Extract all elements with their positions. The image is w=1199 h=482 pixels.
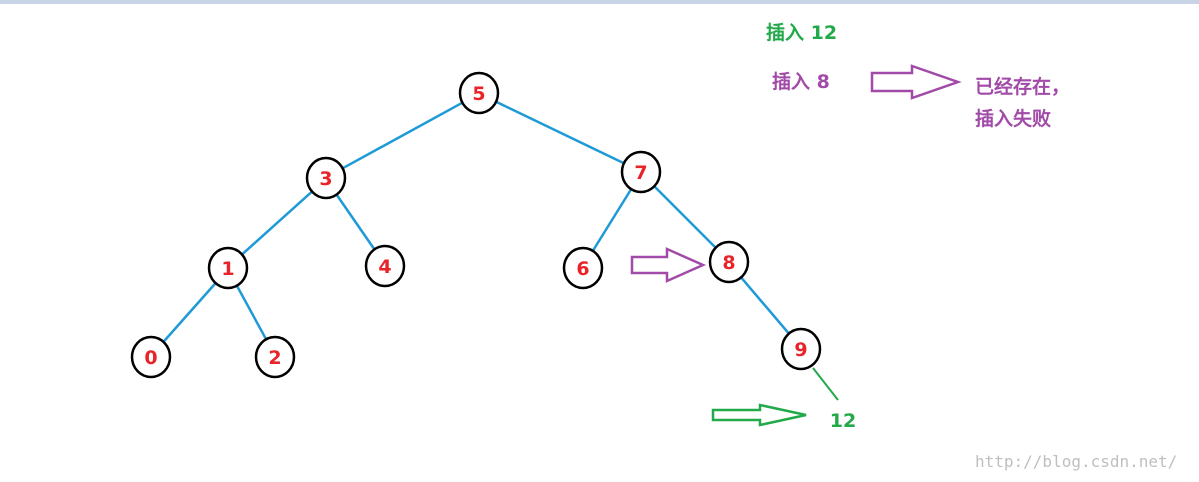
tree-node-4: 4 — [364, 244, 406, 288]
node-circle — [207, 246, 249, 290]
arrow-icon-12 — [711, 403, 807, 427]
fail-message-line1: 已经存在， — [975, 76, 1071, 98]
edge-5-3 — [342, 101, 463, 170]
new-node-12: 12 — [830, 410, 856, 432]
node-label: 8 — [722, 252, 735, 274]
node-label: 0 — [144, 347, 157, 369]
node-circle — [305, 156, 347, 200]
tree-node-3: 3 — [305, 156, 347, 200]
arrow-icon-fail — [870, 64, 962, 100]
node-circle — [708, 240, 750, 284]
tree-node-0: 0 — [130, 335, 172, 379]
tree-node-6: 6 — [562, 246, 604, 290]
edge-7-8 — [653, 185, 717, 249]
arrow-icon-8 — [630, 247, 707, 283]
node-circle — [130, 335, 172, 379]
node-circle — [254, 335, 296, 379]
tree-node-1: 1 — [207, 246, 249, 290]
tree-nodes: 5 3 7 1 4 6 8 0 2 9 — [130, 71, 822, 379]
node-label: 9 — [794, 339, 807, 361]
node-label: 7 — [634, 162, 647, 184]
edge-3-4 — [335, 193, 376, 251]
edge-9-12 — [812, 367, 839, 401]
node-label: 2 — [268, 347, 281, 369]
edge-1-0 — [162, 282, 217, 343]
node-circle — [780, 327, 822, 371]
node-circle — [562, 246, 604, 290]
tree-node-5: 5 — [458, 71, 500, 115]
edge-7-6 — [591, 188, 633, 252]
edge-1-2 — [235, 285, 268, 340]
insert-8-label: 插入 8 — [772, 71, 830, 93]
node-circle — [620, 150, 662, 194]
tree-edges — [162, 100, 790, 343]
edge-8-9 — [740, 276, 790, 335]
node-circle — [364, 244, 406, 288]
insert-12-label: 插入 12 — [766, 22, 838, 44]
node-circle — [458, 71, 500, 115]
node-label: 5 — [472, 83, 485, 105]
node-label: 3 — [319, 168, 332, 190]
node-label: 6 — [576, 258, 589, 280]
node-label: 1 — [221, 258, 234, 280]
tree-node-7: 7 — [620, 150, 662, 194]
watermark: http://blog.csdn.net/ — [975, 452, 1178, 471]
node-label: 4 — [378, 256, 391, 278]
edge-5-7 — [495, 100, 625, 165]
edge-3-1 — [241, 190, 313, 256]
top-border — [0, 0, 1199, 4]
tree-node-9: 9 — [780, 327, 822, 371]
tree-node-8: 8 — [708, 240, 750, 284]
fail-message-line2: 插入失败 — [975, 108, 1052, 130]
tree-node-2: 2 — [254, 335, 296, 379]
